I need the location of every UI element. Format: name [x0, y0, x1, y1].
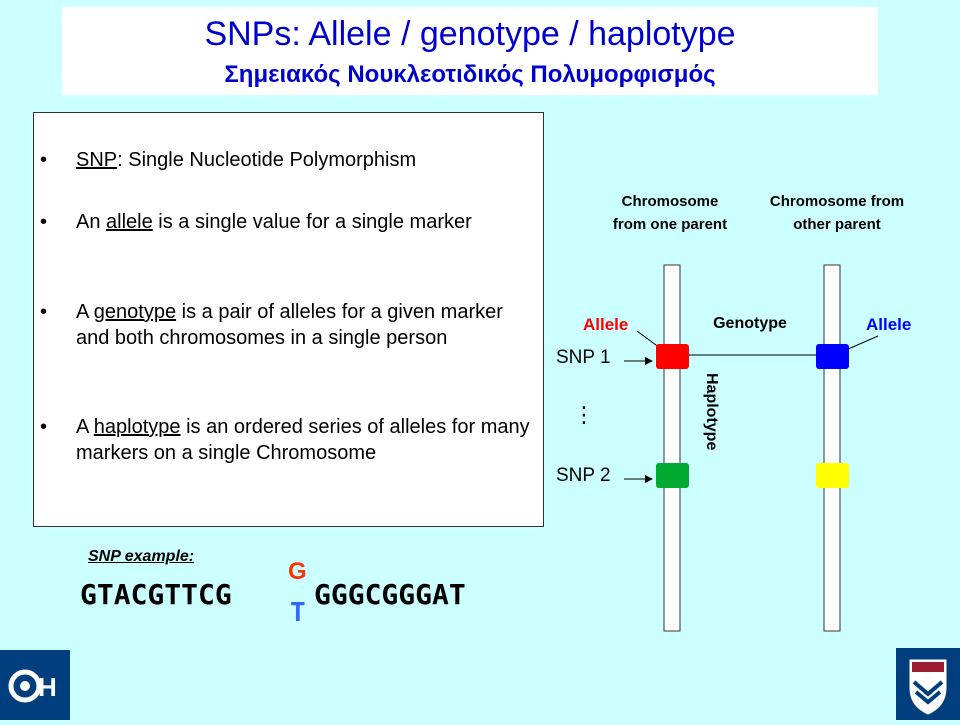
- bullet-snp-text: : Single Nucleotide Polymorphism: [117, 149, 417, 171]
- snp1-allele-chrom2: [816, 344, 849, 369]
- term-haplotype: haplotype: [93, 416, 181, 438]
- chrom2-label-line1: Chromosome from: [770, 193, 904, 210]
- definitions-box: SNP: Single Nucleotide Polymorphism An a…: [33, 112, 544, 527]
- chop-logo: H: [0, 650, 70, 720]
- allele-left-pointer: [636, 330, 661, 349]
- snp2-allele-chrom2: [816, 463, 849, 488]
- genotype-label: Genotype: [713, 315, 787, 332]
- snp-ellipsis: ⋮: [573, 403, 595, 428]
- bullet-snp: SNP: Single Nucleotide Polymorphism: [40, 147, 536, 173]
- chromosome-diagram: Chromosome from one parent Chromosome fr…: [556, 193, 911, 632]
- snp2-label: SNP 2: [556, 465, 611, 486]
- allele-left-label: Allele: [583, 315, 628, 334]
- variant-bottom: T: [290, 598, 306, 628]
- bullet-genotype-text: is a pair of alleles for a given marker …: [76, 301, 503, 349]
- bullet-allele-pre: An: [76, 211, 107, 233]
- slide-subtitle: Σημειακός Νουκλεοτιδικός Πολυμορφισμός: [224, 61, 716, 88]
- term-genotype: genotype: [93, 301, 177, 323]
- chrom1-label-line1: Chromosome: [622, 193, 719, 210]
- sequence-right: GGGCGGGAT: [314, 578, 466, 611]
- slide-title: SNPs: Allele / genotype / haplotype: [204, 15, 736, 53]
- bullet-haplotype: A haplotype is an ordered series of alle…: [40, 414, 536, 466]
- snp2-allele-chrom1: [656, 463, 689, 488]
- penn-shield-icon: [896, 648, 960, 720]
- chrom2-label-line2: other parent: [793, 216, 881, 233]
- snp-example-label: SNP example:: [88, 548, 195, 565]
- haplotype-label: Haplotype: [703, 373, 720, 451]
- term-allele: allele: [106, 211, 153, 233]
- chromosome-two: [823, 264, 841, 632]
- allele-right-label: Allele: [866, 315, 911, 334]
- bullet-genotype: A genotype is a pair of alleles for a gi…: [40, 299, 536, 351]
- term-snp: SNP: [76, 149, 118, 171]
- bullet-haplotype-text: is an ordered series of alleles for many…: [76, 416, 530, 464]
- chrom1-label-line2: from one parent: [613, 216, 727, 233]
- chromosome-one: [663, 264, 681, 632]
- allele-right-pointer: [845, 335, 879, 351]
- bullet-allele-text: is a single value for a single marker: [152, 211, 472, 233]
- snp1-label: SNP 1: [556, 347, 611, 368]
- variant-top: G: [288, 558, 307, 585]
- chop-logo-letter: H: [38, 672, 57, 702]
- sequence-left: GTACGTTCG: [80, 578, 232, 611]
- title-box: SNPs: Allele / genotype / haplotype Σημε…: [62, 7, 878, 95]
- bullet-genotype-pre: A: [76, 301, 94, 323]
- bullet-allele: An allele is a single value for a single…: [40, 209, 536, 235]
- snp1-allele-chrom1: [656, 344, 689, 369]
- bullet-haplotype-pre: A: [76, 416, 94, 438]
